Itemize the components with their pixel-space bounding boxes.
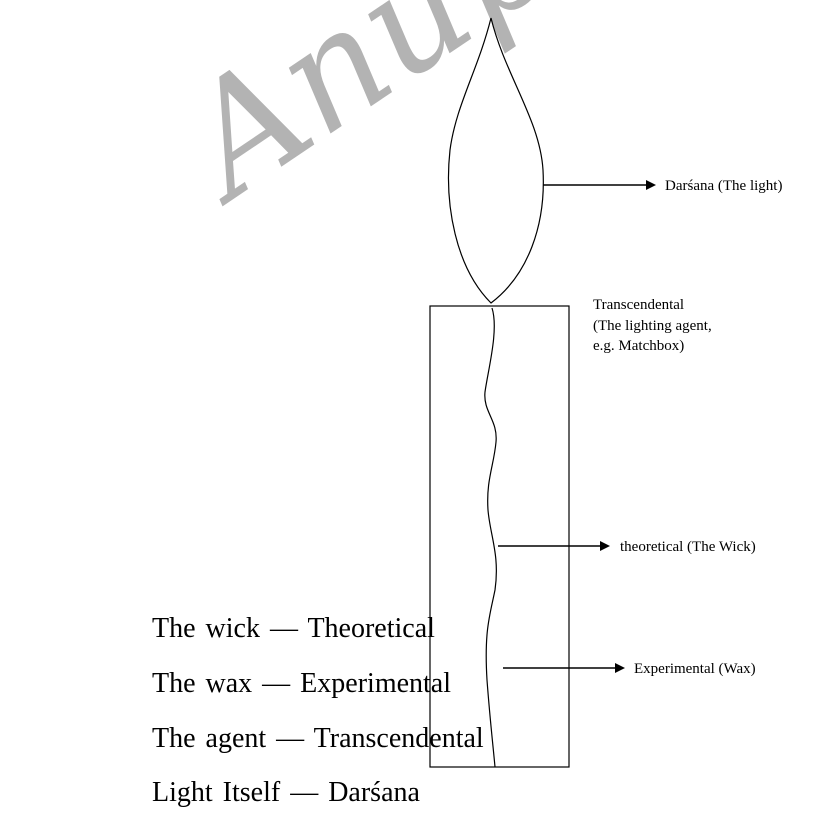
- transcendental-label-line3: e.g. Matchbox): [593, 338, 684, 354]
- wick-label: theoretical (The Wick): [620, 539, 756, 555]
- transcendental-label-line2: (The lighting agent,: [593, 318, 712, 334]
- svg-text:Anupum: Anupum: [145, 0, 780, 237]
- light-label: Darśana (The light): [665, 178, 782, 194]
- wick: [485, 308, 497, 767]
- arrow-light: [543, 180, 656, 190]
- arrow-wick: [498, 541, 610, 551]
- wax-label: Experimental (Wax): [634, 661, 756, 677]
- legend-item-light: Light Itself — Darśana: [152, 777, 420, 809]
- legend-item-agent: The agent — Transcendental: [152, 723, 484, 755]
- arrow-wax: [503, 663, 625, 673]
- legend-item-wick: The wick — Theoretical: [152, 613, 435, 645]
- transcendental-label-line1: Transcendental: [593, 297, 684, 313]
- legend-item-wax: The wax — Experimental: [152, 668, 451, 700]
- watermark: Anupum: [145, 0, 780, 237]
